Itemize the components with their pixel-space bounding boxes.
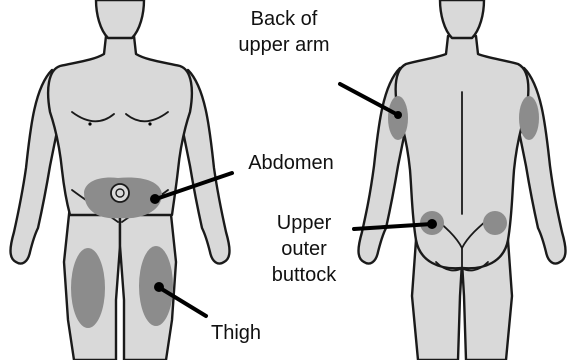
label-thigh-text: Thigh bbox=[196, 320, 276, 346]
front-head bbox=[96, 0, 144, 38]
label-abdomen-text: Abdomen bbox=[232, 150, 350, 176]
label-back-of-upper-arm-line2: upper arm bbox=[214, 32, 354, 58]
label-upper-outer-buttock-line2: outer bbox=[254, 236, 354, 262]
navel-icon bbox=[111, 184, 129, 202]
front-figure bbox=[11, 0, 230, 360]
back-head bbox=[440, 0, 484, 38]
label-thigh: Thigh bbox=[196, 320, 276, 346]
label-back-of-upper-arm: Back of upper arm bbox=[214, 6, 354, 58]
label-upper-outer-buttock: Upper outer buttock bbox=[254, 210, 354, 288]
label-upper-outer-buttock-line3: buttock bbox=[254, 262, 354, 288]
left-thigh-injection-site bbox=[71, 248, 105, 328]
right-buttock-injection-site bbox=[483, 211, 507, 235]
back-right-upper-arm-injection-site bbox=[519, 96, 539, 140]
label-back-of-upper-arm-line1: Back of bbox=[214, 6, 354, 32]
label-upper-outer-buttock-line1: Upper bbox=[254, 210, 354, 236]
label-abdomen: Abdomen bbox=[232, 150, 350, 176]
back-figure bbox=[359, 0, 566, 360]
